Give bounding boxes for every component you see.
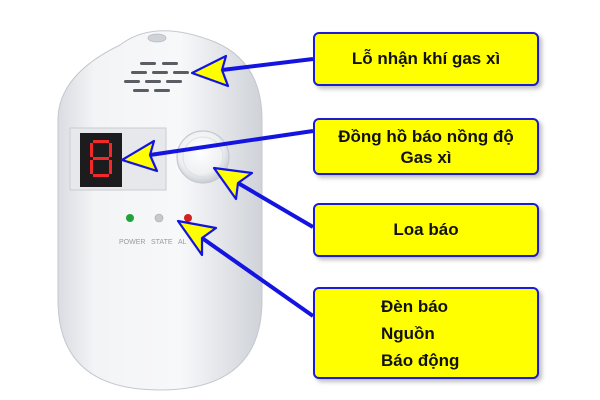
arrow-gas-inlet xyxy=(190,54,314,88)
led-state xyxy=(154,213,164,223)
callout-speaker: Loa báo xyxy=(313,203,539,257)
led-label-alarm: AL xyxy=(178,239,187,246)
callout-indicator-leds: Đèn báo Nguồn Báo động xyxy=(313,287,539,379)
callout-meter-line1: Đồng hồ báo nồng độ xyxy=(338,126,514,146)
callout-meter-line2: Gas xì xyxy=(400,147,452,167)
callout-gas-inlet: Lỗ nhận khí gas xì xyxy=(313,32,539,86)
arrow-leds xyxy=(176,219,315,318)
callout-speaker-text: Loa báo xyxy=(393,220,459,239)
callout-leds-alarm: Báo động xyxy=(381,350,460,370)
callout-concentration-meter: Đồng hồ báo nồng độ Gas xì xyxy=(313,118,539,175)
detector-body xyxy=(57,30,263,391)
led-label-state: STATE xyxy=(151,239,173,246)
gas-inlet-vents xyxy=(124,62,189,92)
led-power xyxy=(126,214,134,222)
callout-leds-power: Nguồn xyxy=(381,323,435,343)
digit-8-segments xyxy=(90,140,112,177)
led-alarm xyxy=(184,214,192,222)
arrow-meter xyxy=(120,129,314,173)
arrow-speaker xyxy=(212,166,315,229)
led-label-power: POWER xyxy=(119,239,145,246)
callout-leds-title: Đèn báo xyxy=(381,296,449,316)
callout-gas-inlet-text: Lỗ nhận khí gas xì xyxy=(351,49,501,68)
top-sensor-hole xyxy=(147,33,167,43)
